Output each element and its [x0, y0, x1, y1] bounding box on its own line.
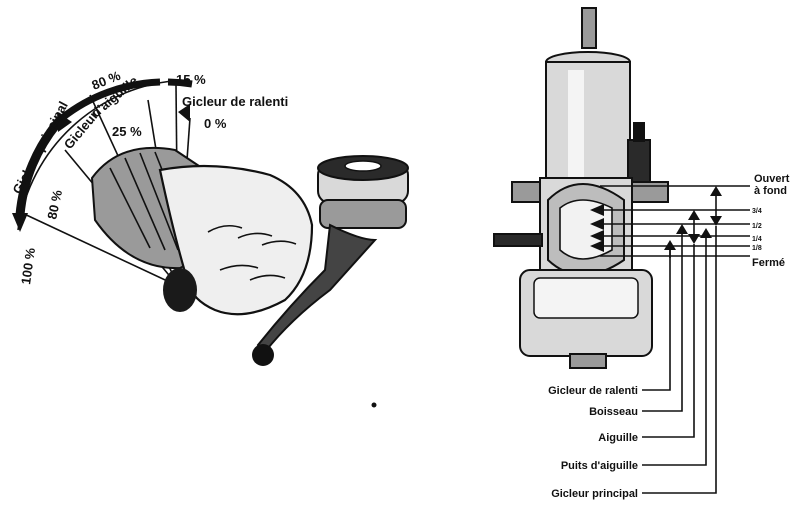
brake-lever [256, 223, 378, 354]
part-label-needle-jet: Puits d'aiguille [561, 460, 638, 472]
part-label-needle: Aiguille [598, 432, 638, 444]
float-bowl-cap [533, 277, 639, 319]
carb-body [545, 61, 631, 183]
label-80-percent-lower: 80 % [44, 188, 65, 221]
part-label-slide: Boisseau [589, 406, 638, 418]
throttle-illustration: Gicleur principal Gicleur d'aiguille Gic… [9, 68, 409, 366]
idle-screw [493, 233, 543, 247]
slide-position-arrows [590, 185, 750, 258]
choke-knob [633, 122, 645, 142]
lever-tip [252, 344, 274, 366]
label-quarter: 1/4 [752, 236, 762, 243]
intake-flange-right [629, 181, 669, 203]
label-0-percent: 0 % [204, 116, 227, 131]
label-half: 1/2 [752, 223, 762, 230]
label-idle-jet: Gicleur de ralenti [182, 94, 288, 109]
label-eighth: 1/8 [752, 245, 762, 252]
label-closed: Fermé [752, 257, 785, 269]
label-15-percent: 15 % [176, 72, 206, 87]
arc-arrowhead-mid [57, 112, 72, 132]
slide-cutaway [559, 199, 613, 260]
label-fully-open: Ouvert [754, 173, 790, 185]
choke-plunger [627, 139, 651, 183]
top-adjuster [581, 7, 597, 49]
carburetor-illustration: Ouvert à fond 3/4 1/2 1/4 1/8 Fermé Gicl… [493, 7, 790, 500]
label-fully-open-2: à fond [754, 185, 787, 197]
scale-arc [17, 79, 191, 231]
drain-plug [569, 353, 607, 369]
bar-end [163, 268, 197, 312]
part-leader-lines [642, 226, 717, 494]
arc-arrowhead-left [12, 213, 28, 232]
throttle-housing [317, 155, 409, 229]
label-main-jet: Gicleur principal [9, 99, 70, 197]
label-25-percent: 25 % [112, 124, 142, 139]
label-100-percent: 100 % [18, 246, 38, 285]
label-three-quarter: 3/4 [752, 208, 762, 215]
part-label-main-jet: Gicleur principal [551, 488, 638, 500]
part-label-idle-jet: Gicleur de ralenti [548, 385, 638, 397]
finger-lines [207, 224, 297, 281]
scan-speck [371, 402, 377, 408]
needle-jet-arc [59, 78, 161, 121]
main-jet-arc [15, 117, 64, 216]
carb-body-highlight [568, 70, 584, 178]
arc-arrowhead-right [178, 104, 190, 122]
